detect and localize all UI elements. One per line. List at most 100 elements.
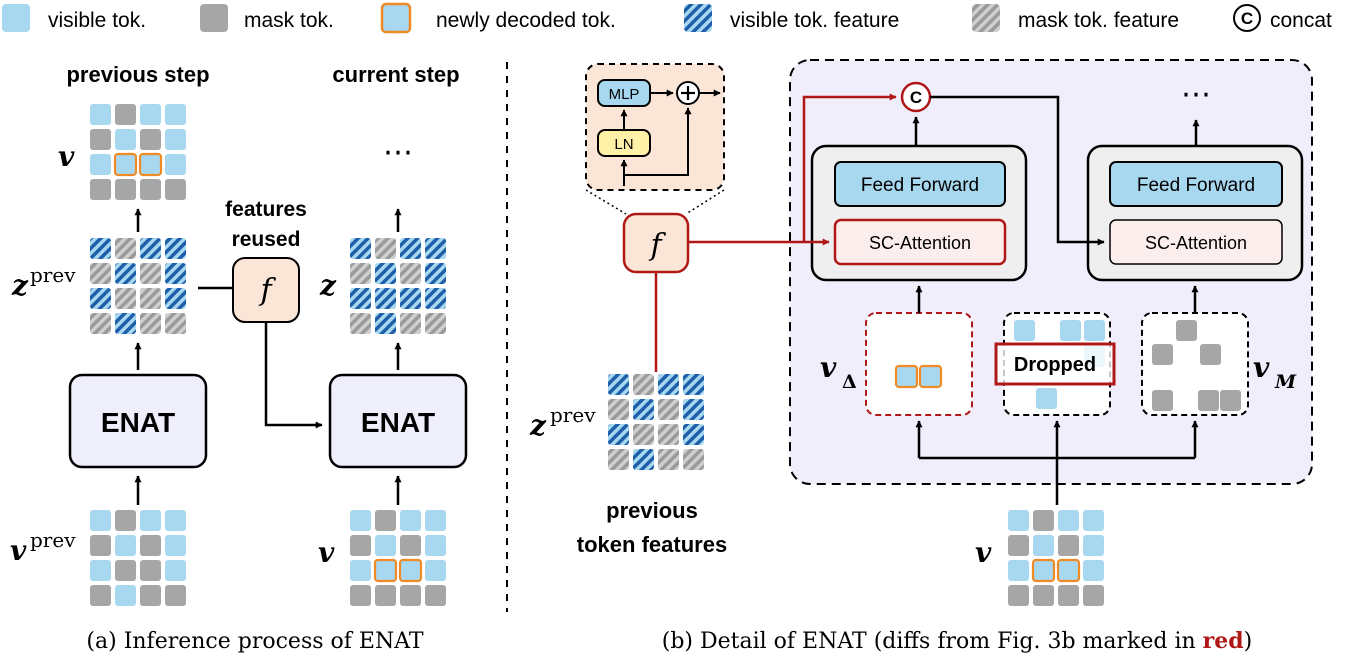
dropped-label: Dropped [1014, 354, 1096, 376]
token-tile [165, 263, 186, 284]
label-v-m-base: v [1253, 351, 1270, 384]
token-tile [375, 263, 396, 284]
token-tile [683, 449, 704, 470]
previous-token-features-line2: token features [577, 532, 727, 557]
token-tile [115, 560, 136, 581]
sc-attention-label-left: SC-Attention [869, 233, 971, 253]
token-tile [425, 560, 446, 581]
token-tile [165, 510, 186, 531]
enat-label-previous: ENAT [101, 407, 175, 438]
ellipsis-current: ⋯ [383, 136, 413, 169]
feature-grid-z [350, 238, 446, 334]
dropped-visible-token [1060, 320, 1081, 341]
token-tile [165, 535, 186, 556]
ellipsis-b: ⋯ [1181, 78, 1211, 111]
token-tile [140, 313, 161, 334]
label-v-b: v [975, 536, 992, 569]
token-tile [140, 238, 161, 259]
token-tile [425, 313, 446, 334]
token-tile [400, 263, 421, 284]
mask-token [1176, 320, 1197, 341]
token-tile [375, 510, 396, 531]
inset-zoom-line-right [685, 189, 725, 215]
token-tile [350, 535, 371, 556]
feed-forward-box-left [834, 161, 1006, 207]
legend-mask-swatch [200, 4, 228, 32]
token-tile [1033, 535, 1054, 556]
legend: visible tok. mask tok. newly decoded tok… [2, 2, 1332, 34]
token-tile [633, 424, 654, 445]
token-tile [165, 313, 186, 334]
token-tile [1031, 558, 1056, 583]
features-reused-label-line2: reused [232, 228, 301, 251]
token-tile [115, 238, 136, 259]
token-tile [90, 560, 111, 581]
token-tile [425, 238, 446, 259]
token-tile [375, 238, 396, 259]
label-v-prev: v prev [10, 528, 76, 567]
legend-concat-label: concat [1270, 9, 1332, 32]
legend-concat-symbol: C [1241, 9, 1253, 28]
token-tile [90, 129, 111, 150]
panel-a: previous step current step v z prev v pr… [10, 62, 468, 654]
token-tile [350, 313, 371, 334]
token-tile [658, 374, 679, 395]
token-tile [373, 558, 398, 583]
token-tile [425, 288, 446, 309]
token-tile [90, 288, 111, 309]
legend-visible-feature-label: visible tok. feature [730, 9, 899, 32]
token-tile [350, 560, 371, 581]
token-tile [350, 585, 371, 606]
label-v-m-sub: M [1274, 371, 1297, 393]
token-tile [425, 510, 446, 531]
token-tile [165, 129, 186, 150]
token-tile [90, 179, 111, 200]
token-tile [165, 104, 186, 125]
legend-mask-feature-swatch [972, 4, 1000, 32]
dropped-visible-token [1014, 320, 1035, 341]
delta-token [894, 364, 919, 389]
legend-visible-swatch [2, 4, 30, 32]
token-tile [90, 263, 111, 284]
previous-token-features-line1: previous [606, 498, 698, 523]
token-tile [140, 263, 161, 284]
token-tile [375, 585, 396, 606]
token-tile [140, 560, 161, 581]
caption-a: (a) Inference process of ENAT [86, 629, 423, 654]
dropped-visible-token [1036, 388, 1057, 409]
inset-zoom-line-left [585, 189, 627, 215]
token-tile [608, 399, 629, 420]
ln-label: LN [614, 136, 633, 153]
token-tile [350, 510, 371, 531]
label-v-prev-base: v [10, 534, 27, 567]
token-tile [90, 585, 111, 606]
token-tile [425, 263, 446, 284]
sc-attention-box-left [833, 218, 1007, 266]
previous-step-title: previous step [66, 62, 209, 87]
token-tile [1058, 585, 1079, 606]
mlp-label: MLP [609, 86, 640, 103]
token-tile [633, 399, 654, 420]
feature-grid-z-prev-b [608, 374, 704, 470]
label-z-current: z [319, 269, 337, 302]
token-tile [115, 129, 136, 150]
legend-mask-label: mask tok. [244, 9, 334, 32]
token-tile [1008, 510, 1029, 531]
delta-token-box [865, 312, 973, 416]
token-tile [90, 238, 111, 259]
legend-newly-decoded-label: newly decoded tok. [436, 9, 616, 32]
sc-attention-label-right: SC-Attention [1145, 233, 1247, 253]
token-tile [633, 374, 654, 395]
token-tile [165, 288, 186, 309]
token-tile [1008, 585, 1029, 606]
label-z-prev: z prev [11, 263, 76, 302]
inset-arrow-residual [624, 107, 692, 176]
token-tile [1008, 560, 1029, 581]
token-tile [400, 510, 421, 531]
token-tile [165, 585, 186, 606]
token-tile [90, 154, 111, 175]
dropped-label-box [994, 342, 1116, 386]
token-tile [140, 288, 161, 309]
token-tile [1033, 510, 1054, 531]
token-tile [115, 510, 136, 531]
